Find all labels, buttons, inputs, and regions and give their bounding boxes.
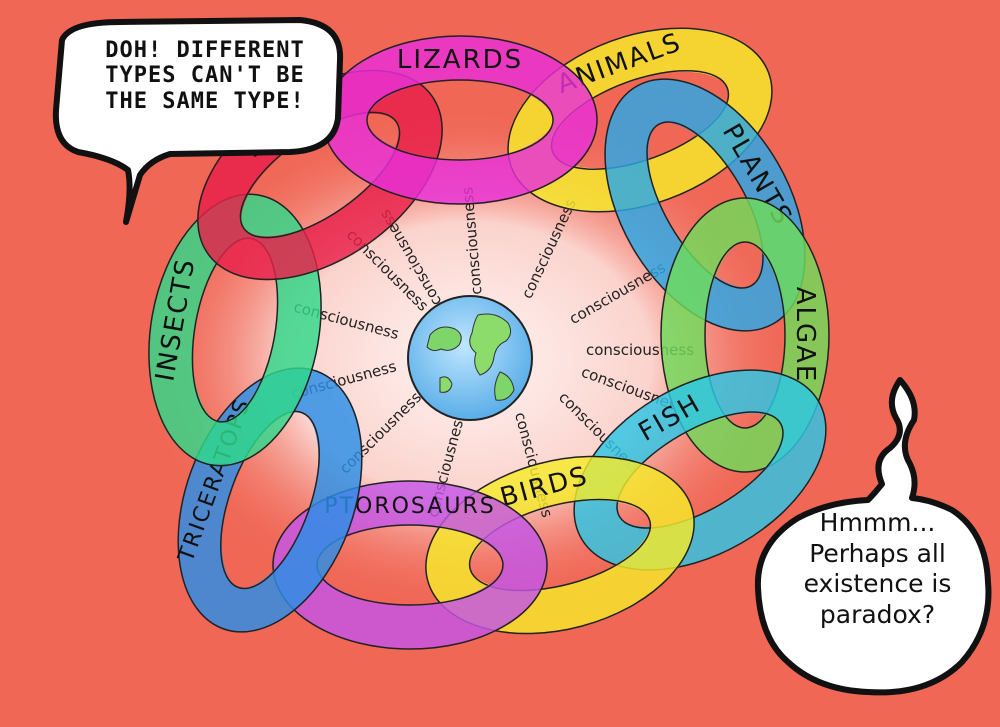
chain-link-label: ALGAE	[790, 287, 820, 384]
speech-bubble-right	[754, 377, 992, 696]
chain-link: LIZARDS	[322, 35, 598, 205]
speech-line: Perhaps all	[809, 538, 946, 568]
chain-link-label: LIZARDS	[397, 45, 523, 75]
speech-bubble-left	[52, 17, 344, 225]
chain-link: ALGAE	[660, 197, 830, 473]
speech-text-left: DOH! DIFFERENT TYPES CAN'T BE THE SAME T…	[70, 38, 340, 114]
earth-globe-icon	[407, 295, 533, 421]
chain-link: INSECTS	[148, 193, 322, 467]
speech-line: DOH! DIFFERENT	[105, 38, 305, 63]
speech-line: TYPES CAN'T BE	[105, 63, 305, 89]
speech-line: Hmmm...	[819, 508, 936, 537]
speech-text-right: Hmmm... Perhaps all existence is paradox…	[785, 508, 970, 630]
speech-line: paradox?	[819, 599, 936, 629]
speech-line: THE SAME TYPE!	[105, 88, 305, 114]
speech-line: existence is	[803, 569, 952, 598]
